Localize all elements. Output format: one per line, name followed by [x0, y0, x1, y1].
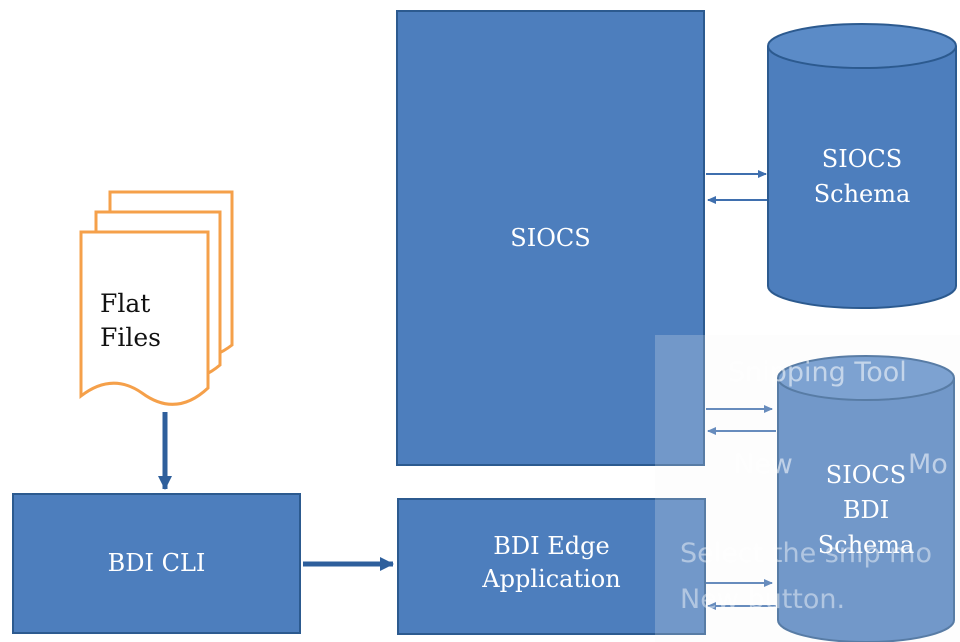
- flat-files-label: Flat Files: [100, 287, 180, 355]
- snipping-tool-hint-line1: Select the snip mo: [680, 538, 932, 569]
- flat-file-page-front: [79, 230, 210, 406]
- bdi-edge-label-line2: Application: [482, 564, 621, 593]
- siocs-label: SIOCS: [510, 223, 591, 252]
- flat-files-label-line2: Files: [100, 323, 161, 352]
- siocs-bdi-schema-label-line2: BDI: [842, 495, 890, 524]
- flat-files-label-line1: Flat: [100, 289, 151, 318]
- snipping-tool-overlay: [655, 335, 960, 642]
- bdi-edge-label-line1: BDI Edge: [493, 532, 610, 561]
- snipping-tool-title: Snipping Tool: [728, 357, 907, 388]
- siocs-bdi-schema-label-line1: SIOCS: [825, 461, 907, 489]
- bdi-edge-box: BDI Edge Application: [397, 498, 706, 635]
- siocs-bdi-schema-label: SIOCS BDI Schema: [778, 458, 954, 562]
- snipping-tool-mode-button: Mo: [908, 449, 948, 480]
- snipping-tool-hint-line2: New button.: [680, 584, 846, 615]
- flat-files-stack: [79, 190, 234, 406]
- bdi-cli-box: BDI CLI: [12, 493, 301, 634]
- siocs-box: SIOCS: [396, 10, 705, 466]
- snipping-tool-new-button: New: [734, 449, 793, 480]
- siocs-schema-label: SIOCS Schema: [768, 142, 956, 212]
- siocs-schema-cylinder: [767, 23, 957, 309]
- siocs-bdi-schema-label-line3: Schema: [817, 530, 915, 559]
- siocs-schema-label-line1: SIOCS: [821, 145, 903, 173]
- siocs-bdi-schema-cylinder: [777, 355, 955, 642]
- bdi-edge-label: BDI Edge Application: [482, 530, 620, 595]
- bdi-cli-label: BDI CLI: [107, 549, 206, 578]
- siocs-schema-label-line2: Schema: [813, 179, 911, 208]
